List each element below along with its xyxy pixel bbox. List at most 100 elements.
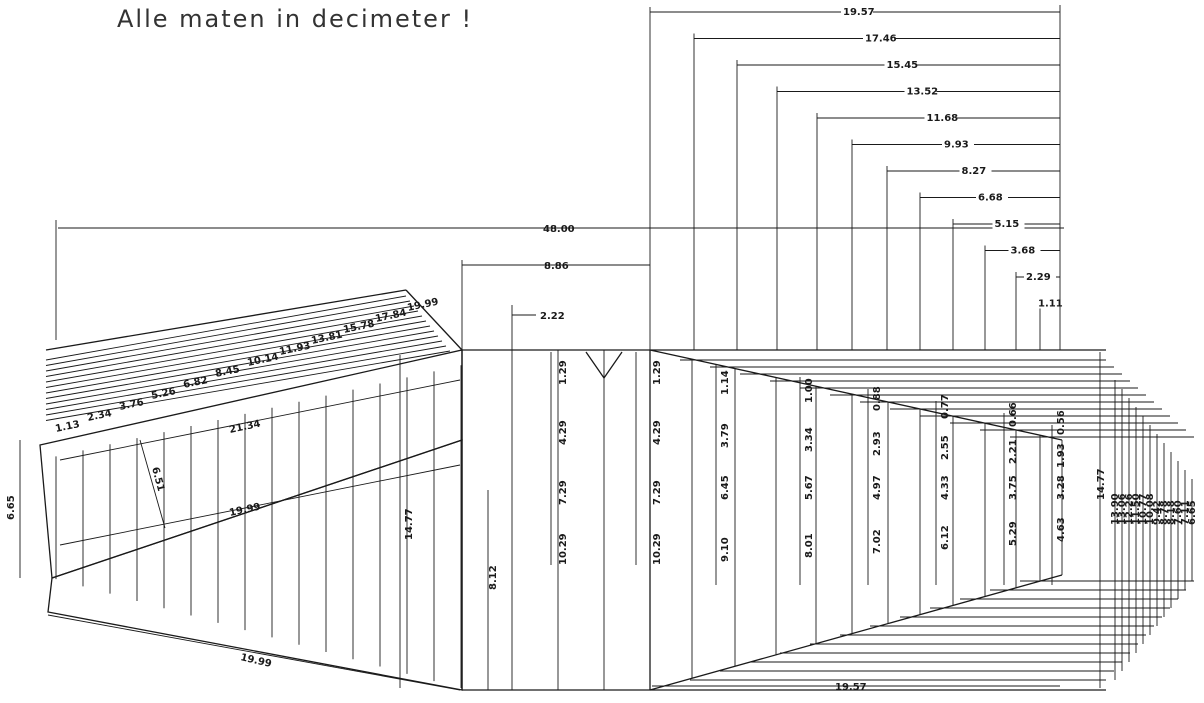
chain-label: 9.93: [944, 140, 969, 151]
left-slant-line: [45, 325, 431, 394]
slant-label: 8.45: [214, 364, 240, 380]
chain-label-bg: [1008, 243, 1041, 256]
stack-label: 6.65: [1187, 500, 1198, 525]
chain-label: 15.45: [887, 60, 919, 71]
slant-label: 15.78: [342, 319, 375, 336]
left-slant-line: [45, 310, 419, 377]
right-group-label: 6.45: [720, 475, 731, 500]
mid-b-1: 1.29: [652, 360, 663, 385]
left-height-label: 6.65: [6, 495, 17, 520]
chain-label: 3.68: [1011, 246, 1036, 257]
mid-a-3: 7.29: [558, 480, 569, 505]
chain-label: 8.27: [962, 166, 987, 177]
slant-label: 1.13: [54, 419, 80, 435]
mid-b-2: 4.29: [652, 420, 663, 445]
right-group-label: 2.55: [940, 435, 951, 460]
chain-label-bg: [992, 217, 1025, 229]
mid-a-2: 4.29: [558, 420, 569, 445]
right-panel: 1.14 3.79 6.45 9.10 1.00 3.34 5.67 8.01 0.88 2.93…: [649, 349, 1198, 693]
left-slant-line: [45, 320, 427, 388]
chain-label-bg: [904, 84, 937, 97]
chain-label: 1.11: [1038, 299, 1063, 310]
chain-label-bg: [884, 58, 917, 70]
right-group-label: 8.01: [804, 533, 815, 558]
offset-label: 8.86: [544, 261, 569, 272]
left-panel: 6.65 19.99 21.34 19.99 6.51 14.77 1.132.…: [6, 289, 463, 691]
right-group-label: 4.97: [872, 475, 883, 500]
stack-label: 7.11: [1180, 500, 1191, 525]
slant-label: 19.99: [406, 297, 439, 314]
mid-a-1: 1.29: [558, 360, 569, 385]
left-slant-line: [45, 295, 407, 361]
slant-label: 2.34: [86, 408, 112, 424]
chain-label: 11.68: [927, 113, 959, 124]
right-group-label: 2.21: [1008, 439, 1019, 464]
stack-label: 12.26: [1124, 493, 1135, 525]
right-group-label: 9.10: [720, 537, 731, 562]
chain-label-bg: [976, 190, 1008, 203]
right-group-label: 5.29: [1008, 521, 1019, 546]
right-height-label: 14.77: [1096, 468, 1107, 500]
right-group-label: 0.66: [1008, 402, 1019, 427]
right-group-label: 3.28: [1056, 475, 1067, 500]
stack-label: 7.60: [1173, 500, 1184, 525]
chain-label-bg: [1024, 270, 1056, 282]
right-group-label: 4.33: [940, 475, 951, 500]
slant-label: 17.84: [374, 308, 407, 325]
overall-label: 48.00: [543, 224, 575, 235]
overall-dimension: 48.00: [55, 220, 1064, 340]
chain-label-bg: [959, 164, 992, 176]
slant-label: 5.26: [150, 386, 176, 402]
right-group-label: 7.02: [872, 529, 883, 554]
stack-label: 13.90: [1110, 493, 1121, 525]
offset-dimension: 8.86 2.22: [461, 260, 650, 350]
mid-b-3: 7.29: [652, 480, 663, 505]
left-slant-line: [45, 340, 443, 410]
chain-label-bg: [942, 137, 974, 150]
left-slant-line: [45, 315, 423, 383]
middle-panel: 8.12 1.29 4.29 7.29 10.29 1.29 4.29 7.29…: [461, 349, 663, 691]
stack-label: 8.18: [1166, 500, 1177, 525]
left-slant-line: [45, 305, 415, 372]
mid-height-label: 8.12: [488, 565, 499, 590]
stack-label: 10.77: [1138, 493, 1149, 525]
right-group-label: 6.12: [940, 525, 951, 550]
chain-label: 13.52: [907, 87, 939, 98]
stack-label: 9.42: [1152, 500, 1163, 525]
mid-a-4: 10.29: [558, 533, 569, 565]
right-group-label: 3.79: [720, 423, 731, 448]
right-group-label: 3.34: [804, 427, 815, 452]
right-group-label: 1.14: [720, 370, 731, 395]
left-slant-line: [45, 335, 439, 405]
right-group-label: 5.67: [804, 475, 815, 500]
left-slant-line: [45, 345, 447, 416]
units-note: Alle maten in decimeter !: [117, 5, 473, 33]
slant-label: 6.82: [182, 375, 208, 391]
mid-b-4: 10.29: [652, 533, 663, 565]
left-height-14-77: 14.77: [404, 508, 415, 540]
stack-label: 13.06: [1117, 493, 1128, 525]
stack-label: 8.78: [1159, 500, 1170, 525]
bottom-width-label: 19.57: [835, 682, 867, 693]
right-group-label: 0.77: [940, 394, 951, 419]
chain-label: 17.46: [865, 34, 897, 45]
top-chain-dimensions: 19.5717.4615.4513.5211.689.938.276.685.1…: [649, 5, 1068, 350]
right-group-label: 1.93: [1056, 443, 1067, 468]
stack-label: 10.08: [1145, 493, 1156, 525]
right-group-label: 3.75: [1008, 475, 1019, 500]
right-group-label: 1.00: [804, 378, 815, 403]
left-slant-line: [45, 350, 451, 421]
offset-2-22-label: 2.22: [540, 311, 565, 322]
stack-label: 11.50: [1131, 493, 1142, 525]
left-slant-line: [45, 300, 411, 366]
chain-label-bg: [863, 31, 895, 44]
chain-label: 5.15: [995, 219, 1020, 230]
chain-label: 6.68: [978, 193, 1003, 204]
chain-label-bg: [924, 111, 957, 123]
left-slant-line: [45, 330, 435, 399]
chain-label: 2.29: [1026, 272, 1051, 283]
right-group-label: 0.88: [872, 386, 883, 411]
right-group-label: 2.93: [872, 431, 883, 456]
right-group-label: 0.56: [1056, 410, 1067, 435]
